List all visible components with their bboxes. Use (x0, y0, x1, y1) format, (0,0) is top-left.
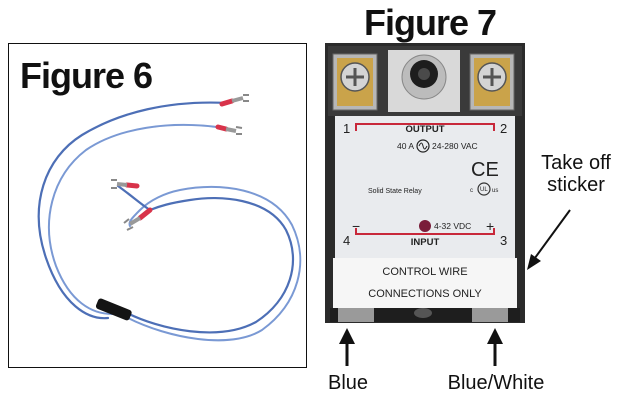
output-label: OUTPUT (405, 124, 444, 135)
blue-wire-label: Blue (327, 372, 369, 394)
terminal-4 (123, 207, 153, 231)
figure-7-title: Figure 7 (364, 2, 497, 43)
ul-mark-icon (477, 182, 491, 196)
terminal-1 (219, 94, 249, 107)
output-screw-terminal-left (332, 53, 378, 111)
input-minus-label: − (352, 218, 360, 234)
output-screw-terminal-right (469, 53, 515, 111)
figure-6-title: Figure 6 (20, 55, 153, 96)
ac-symbol-icon (416, 139, 430, 153)
terminal-2-label: 2 (500, 121, 507, 136)
blue-wire-arrow-icon (339, 328, 355, 366)
rating-label: 40 A (397, 141, 414, 151)
mounting-screw-center (388, 50, 460, 112)
relay-sticker (333, 258, 517, 308)
ul-suffix: us (492, 188, 498, 194)
input-terminal-right (472, 308, 508, 322)
input-label: INPUT (411, 237, 440, 248)
callout-line-1: Take off (541, 152, 611, 174)
sticker-callout-arrow-icon (527, 209, 571, 270)
input-plus-label: + (486, 218, 494, 234)
sticker-line-1: CONTROL WIRE (382, 266, 467, 278)
take-off-sticker-callout: Take off sticker (535, 152, 617, 196)
relay-name-label: Solid State Relay (368, 188, 422, 195)
input-terminal-left (338, 308, 374, 322)
blue-white-wire-arrow-icon (487, 328, 503, 366)
heat-shrink-sleeve (95, 298, 132, 321)
terminal-1-label: 1 (343, 121, 350, 136)
blue-white-wire-label: Blue/White (447, 372, 545, 394)
callout-line-2: sticker (547, 174, 605, 196)
terminal-3-label: 3 (500, 233, 507, 248)
voltage-ac-label: 24-280 VAC (432, 141, 478, 151)
terminal-2 (215, 124, 243, 135)
ul-mark-text: UL (480, 187, 488, 193)
status-led-icon (419, 220, 431, 232)
ul-prefix: c (470, 188, 473, 194)
voltage-dc-label: 4-32 VDC (434, 221, 471, 231)
terminal-3 (111, 179, 140, 189)
ce-mark: CE (471, 159, 499, 181)
sticker-line-2: CONNECTIONS ONLY (368, 288, 482, 300)
terminal-4-label: 4 (343, 233, 350, 248)
